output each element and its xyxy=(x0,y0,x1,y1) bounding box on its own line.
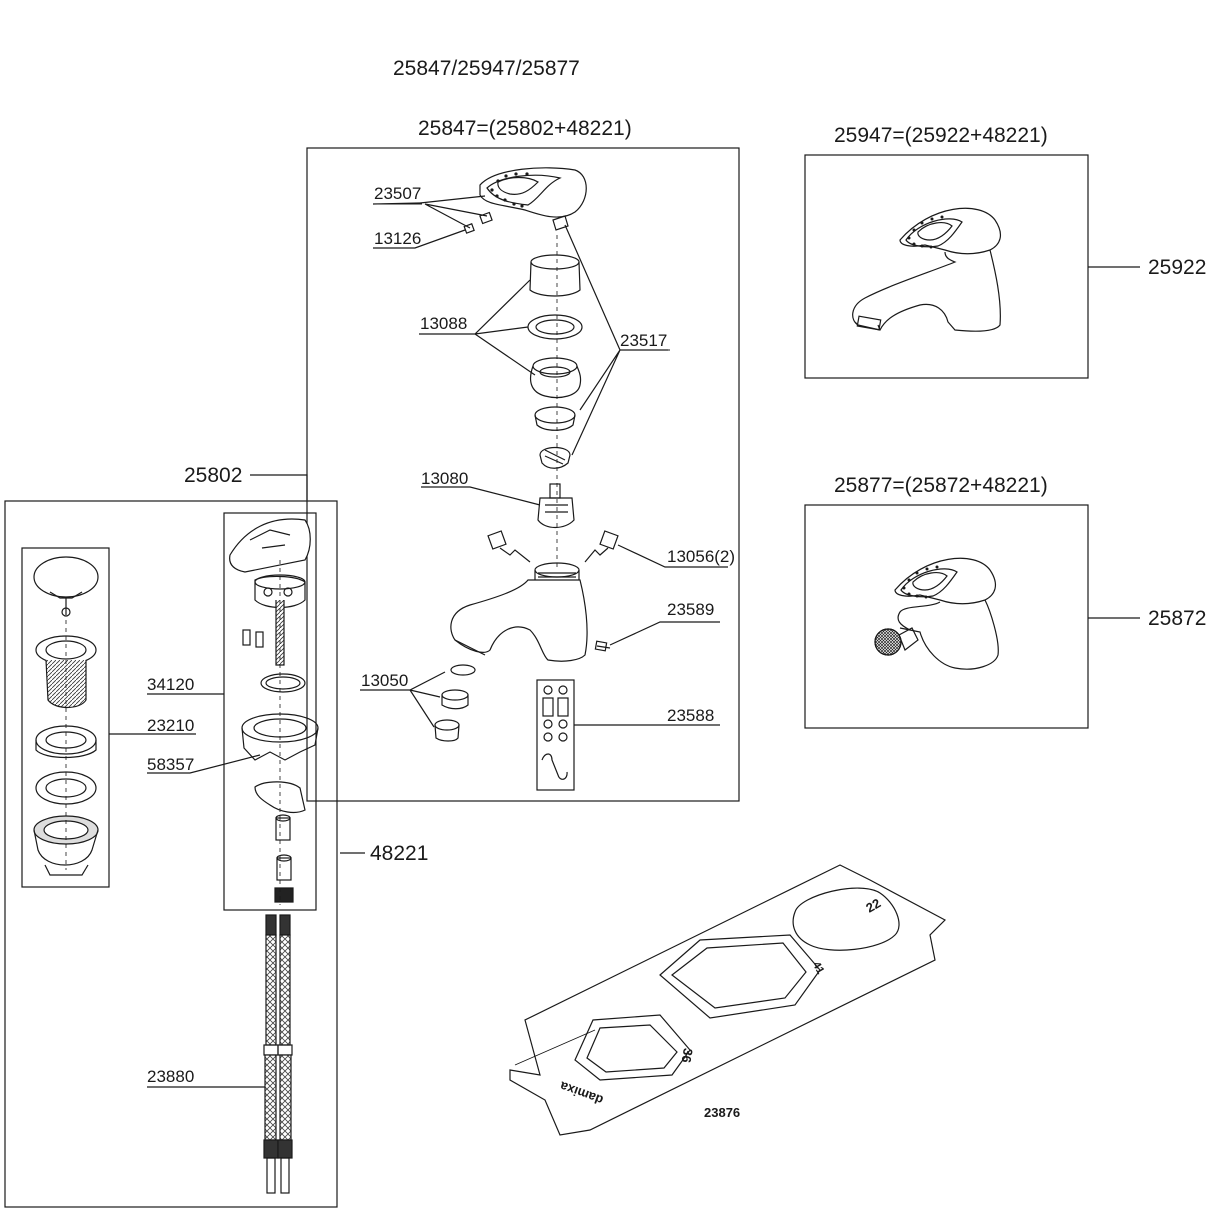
part-label-23517[interactable]: 23517 xyxy=(620,331,668,350)
part-label-23210[interactable]: 23210 xyxy=(147,716,195,735)
frame-lever xyxy=(223,512,317,911)
callout-48221[interactable]: 48221 xyxy=(370,842,429,865)
diagram-title: 25847/25947/25877 xyxy=(393,57,580,80)
frame-25947 xyxy=(804,154,1089,379)
part-label-23588[interactable]: 23588 xyxy=(667,706,715,725)
part-label-13126[interactable]: 13126 xyxy=(374,229,422,248)
part-label-23876[interactable]: 23876 xyxy=(704,1105,741,1120)
frame-48221 xyxy=(4,500,338,1208)
assembly-label-25847: 25847=(25802+48221) xyxy=(418,117,632,140)
frame-23588 xyxy=(536,679,575,791)
callout-25922[interactable]: 25922 xyxy=(1148,256,1207,279)
callout-25802[interactable]: 25802 xyxy=(184,464,243,487)
frame-drain xyxy=(21,547,110,888)
assembly-label-25947: 25947=(25922+48221) xyxy=(834,124,1048,147)
part-label-23880[interactable]: 23880 xyxy=(147,1067,195,1086)
part-label-23589[interactable]: 23589 xyxy=(667,600,715,619)
part-label-23507[interactable]: 23507 xyxy=(374,184,422,203)
part-label-13080[interactable]: 13080 xyxy=(421,469,469,488)
part-label-13050[interactable]: 13050 xyxy=(361,671,409,690)
assembly-label-25877: 25877=(25872+48221) xyxy=(834,474,1048,497)
callout-25872[interactable]: 25872 xyxy=(1148,607,1207,630)
frame-25847 xyxy=(306,147,740,802)
part-label-58357[interactable]: 58357 xyxy=(147,755,195,774)
part-label-34120[interactable]: 34120 xyxy=(147,675,195,694)
wrench-size-36: 36 xyxy=(678,1047,696,1064)
frame-25877 xyxy=(804,504,1089,729)
part-label-13088[interactable]: 13088 xyxy=(420,314,468,333)
part-label-13056[interactable]: 13056(2) xyxy=(667,547,736,566)
